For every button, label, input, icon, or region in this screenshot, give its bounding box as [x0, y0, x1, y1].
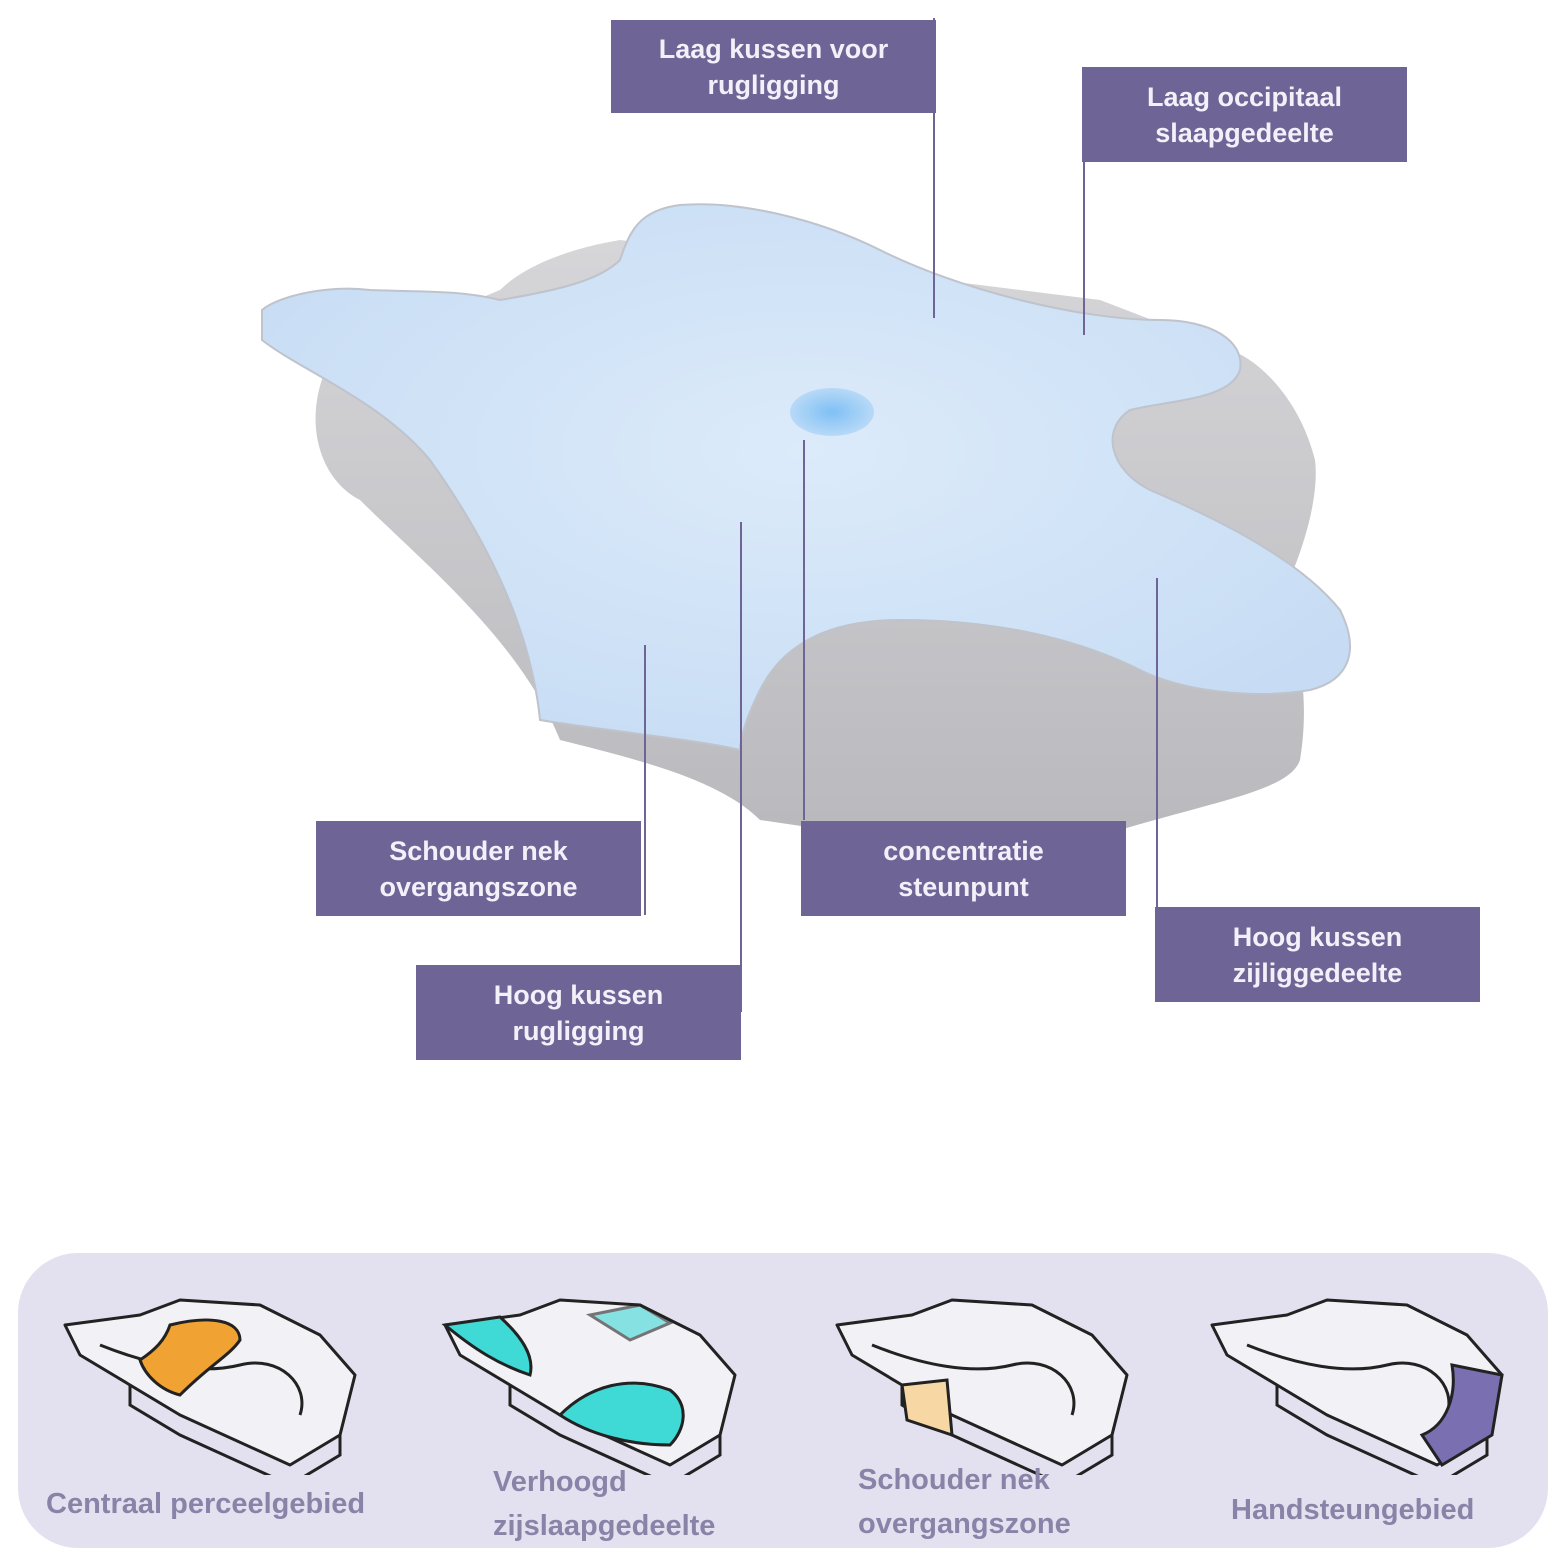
zone-diagram-side — [441, 1298, 737, 1475]
callout-laag-occipitaal: Laag occipitaal slaapgedeelte — [1082, 67, 1407, 162]
caption-line: Handsteungebied — [1231, 1494, 1475, 1526]
zone-diagram-hand — [1210, 1298, 1504, 1475]
callout-schouder: Schouder nek overgangszone — [316, 821, 641, 916]
zone-diagram-shoulder — [835, 1298, 1129, 1475]
callout-line: overgangszone — [379, 871, 578, 902]
callout-hoog-rug: Hoog kussen rugligging — [416, 965, 741, 1060]
callout-line: Laag occipitaal — [1146, 81, 1343, 112]
leader-hoog-rug — [740, 522, 742, 1012]
caption-line: zijslaapgedeelte — [493, 1510, 716, 1542]
caption-line: overgangszone — [858, 1508, 1071, 1540]
leader-laag-rug — [933, 18, 935, 318]
callout-hoog-zij: Hoog kussen zijliggedeelte — [1155, 907, 1480, 1002]
zone-diagram-central — [63, 1298, 357, 1475]
callout-line: Laag kussen voor — [658, 33, 889, 64]
callout-line: Hoog kussen — [493, 979, 664, 1010]
caption-line: Verhoogd — [493, 1466, 627, 1498]
caption-line: Centraal perceelgebied — [46, 1488, 366, 1520]
leader-laag-occipitaal — [1083, 160, 1085, 335]
callout-line: concentratie — [883, 835, 1044, 866]
leader-hoog-zij — [1156, 578, 1158, 908]
zone-caption-central: Centraal perceelgebied — [46, 1482, 365, 1526]
caption-line: Schouder nek — [858, 1464, 1050, 1496]
callout-line: steunpunt — [898, 871, 1029, 902]
callout-line: rugligging — [512, 1015, 645, 1046]
pillow-illustration — [261, 203, 1351, 846]
zone-caption-shoulder: Schouder nek overgangszone — [858, 1458, 1071, 1546]
callout-line: zijliggedeelte — [1232, 957, 1403, 988]
leader-schouder — [644, 645, 646, 915]
zone-caption-hand: Handsteungebied — [1231, 1488, 1474, 1532]
callout-line: Hoog kussen — [1232, 921, 1403, 952]
pillow-hole — [790, 388, 874, 436]
callout-laag-rug: Laag kussen voor rugligging — [611, 20, 936, 113]
callout-concentratie: concentratie steunpunt — [801, 821, 1126, 916]
callout-line: Schouder nek — [389, 835, 568, 866]
callout-line: rugligging — [707, 69, 840, 100]
callout-line: slaapgedeelte — [1155, 117, 1334, 148]
zone-caption-side: Verhoogd zijslaapgedeelte — [493, 1460, 715, 1548]
leader-concentratie — [803, 440, 805, 820]
